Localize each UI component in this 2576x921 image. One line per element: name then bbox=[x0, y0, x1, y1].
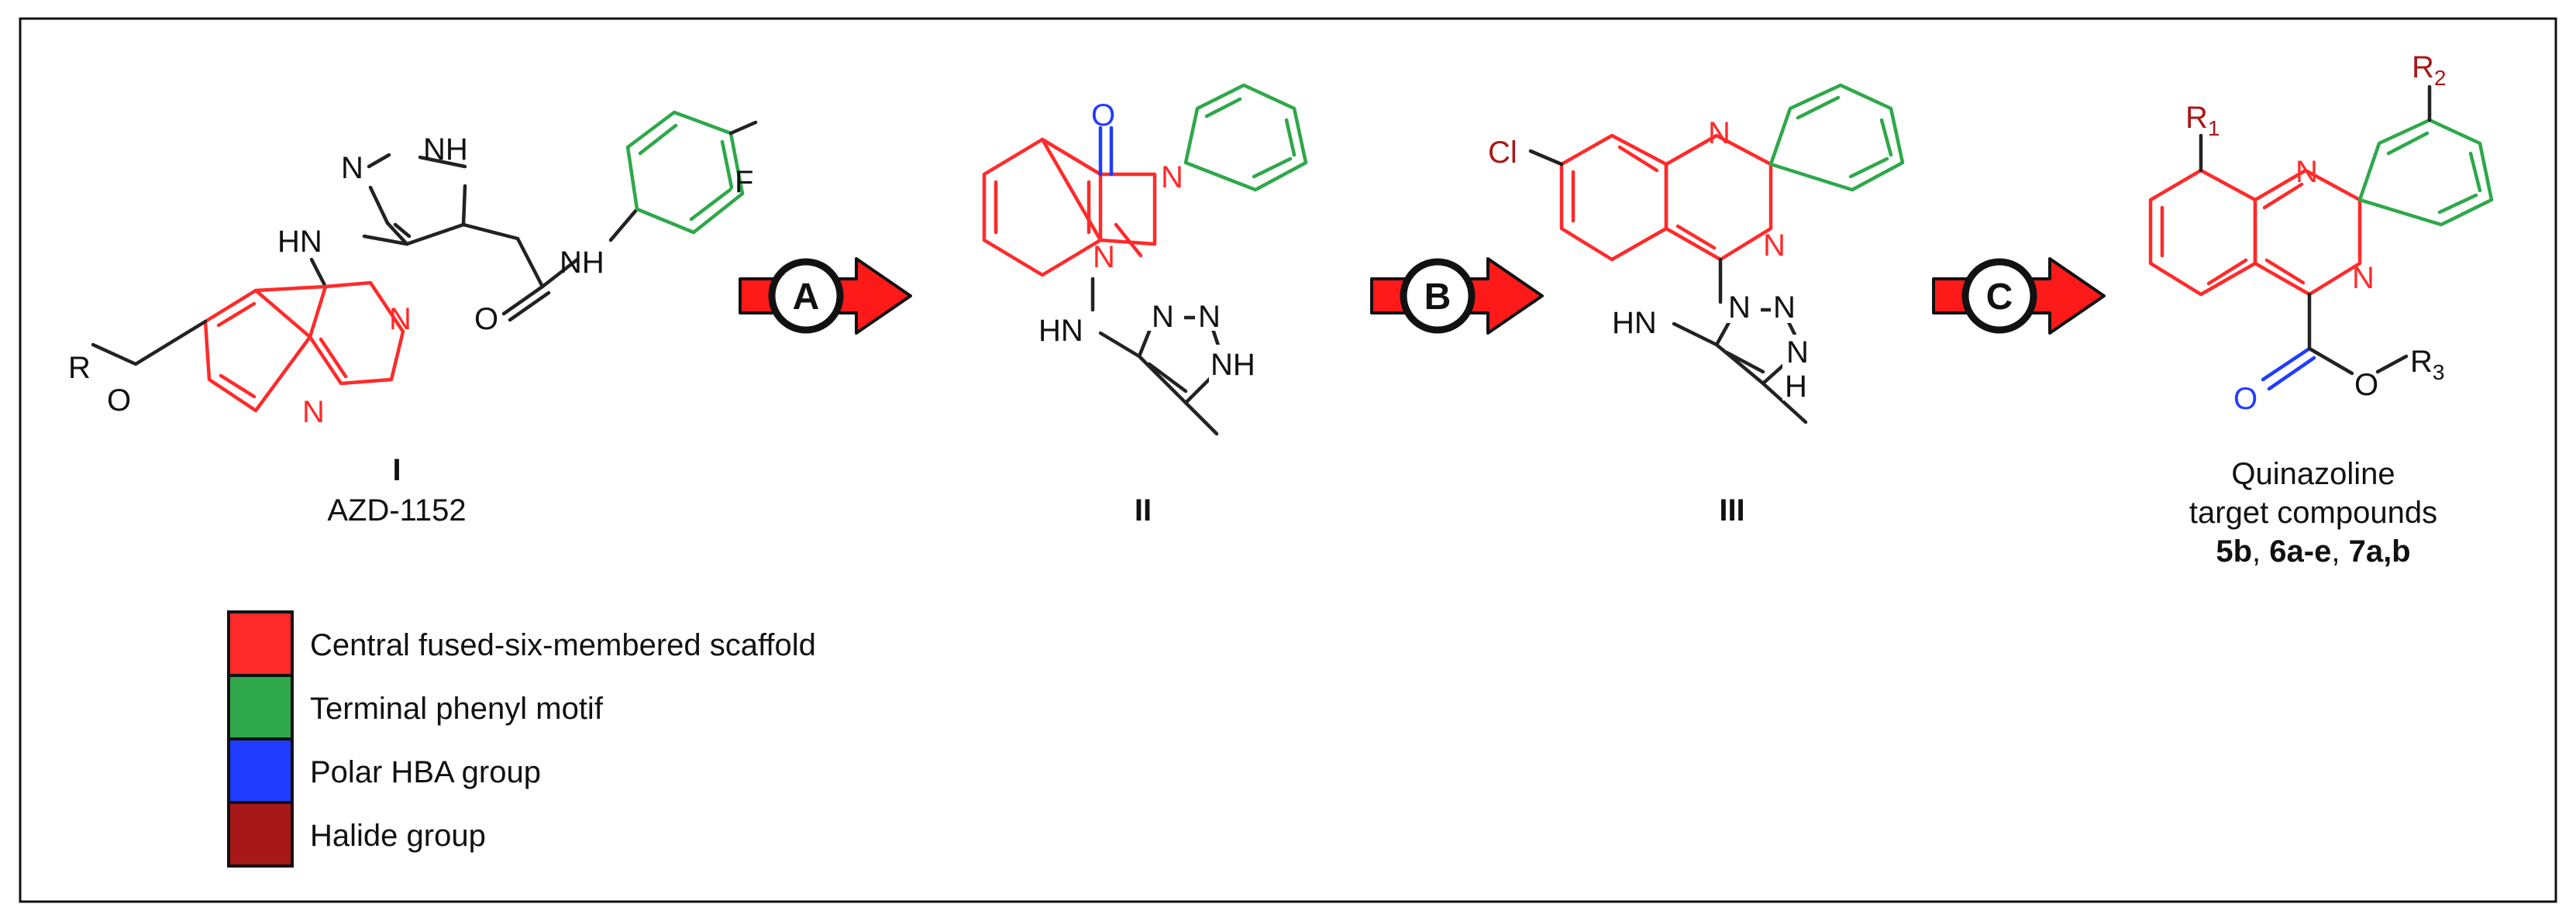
compound-1-structure: N NH O NH F HN bbox=[68, 110, 758, 429]
compound-1-name: AZD-1152 bbox=[327, 493, 466, 528]
legend-label-scaffold: Central fused-six-membered scaffold bbox=[310, 628, 816, 662]
atom-n-pz2a: N bbox=[1152, 300, 1174, 334]
arrow-c-letter: C bbox=[1986, 277, 2013, 318]
terminal-phenyl-1: F bbox=[625, 110, 758, 235]
legend-swatch-scaffold bbox=[227, 610, 294, 677]
compound-4-line2: target compounds bbox=[2189, 496, 2437, 530]
compound-2-numeral: II bbox=[1135, 493, 1152, 528]
legend: Central fused-six-membered scaffold Term… bbox=[227, 610, 816, 868]
terminal-phenyl-2 bbox=[1183, 83, 1308, 192]
atom-n-q3a: N bbox=[1708, 116, 1731, 150]
atom-n-pz3c: N bbox=[1786, 335, 1809, 369]
atom-nh: NH bbox=[423, 132, 468, 167]
atom-h-pz3: H bbox=[1785, 369, 1807, 404]
legend-swatch-phenyl bbox=[227, 674, 294, 741]
quinazoline-core-1: N N bbox=[203, 280, 412, 429]
atom-o-amide: O bbox=[474, 302, 498, 336]
atom-o-ester: O bbox=[2354, 368, 2378, 402]
terminal-phenyl-4 bbox=[2357, 84, 2494, 227]
atom-n-pz2b: N bbox=[1198, 300, 1221, 334]
atom-n-pz3a: N bbox=[1728, 290, 1751, 325]
atom-n: N bbox=[341, 151, 363, 185]
phthalazinone-core: N N bbox=[982, 137, 1183, 277]
arrow-b: B bbox=[1370, 257, 1544, 335]
legend-item-hba: Polar HBA group bbox=[227, 737, 541, 804]
atom-nh-amide: NH bbox=[560, 246, 604, 280]
arrow-b-letter: B bbox=[1424, 277, 1452, 318]
compound-1-numeral: I bbox=[392, 453, 401, 487]
arrow-a: A bbox=[739, 257, 912, 335]
atom-n-q3b: N bbox=[1763, 229, 1786, 263]
compound-4-ids: 5b, 6a-e, 7a,b bbox=[2216, 534, 2410, 569]
atom-r3: R3 bbox=[2410, 345, 2444, 384]
figure-frame bbox=[19, 17, 2557, 903]
legend-label-phenyl: Terminal phenyl motif bbox=[310, 692, 604, 726]
pyrazole-ring-1: N NH bbox=[341, 132, 468, 246]
atom-r2: R2 bbox=[2412, 50, 2446, 90]
legend-label-hba: Polar HBA group bbox=[310, 755, 541, 789]
atom-n-q2: N bbox=[302, 395, 325, 429]
atom-cl: Cl bbox=[1488, 136, 1517, 170]
atom-hn-2: HN bbox=[1038, 314, 1083, 348]
atom-o-carbonyl-4: O bbox=[2233, 382, 2257, 416]
atom-n-q4b: N bbox=[2352, 261, 2375, 295]
arrow-a-letter: A bbox=[793, 277, 820, 318]
legend-swatch-halide bbox=[227, 801, 294, 868]
atom-hn: HN bbox=[277, 225, 322, 259]
compound-4-line1: Quinazoline bbox=[2231, 457, 2395, 491]
atom-o-carbonyl-2: O bbox=[1091, 98, 1115, 132]
atom-hn-3: HN bbox=[1612, 306, 1657, 340]
atom-nh-pz2: NH bbox=[1211, 348, 1255, 382]
atom-n-ph2: N bbox=[1093, 240, 1115, 274]
pyrazole-ring-2: N N NH bbox=[1137, 296, 1279, 436]
arrow-c: C bbox=[1932, 257, 2106, 335]
atom-n-pz3b: N bbox=[1773, 290, 1796, 325]
pyrazole-ring-3: N N N H bbox=[1714, 290, 1821, 424]
compound-4-structure: N N R1 R2 O O R3 bbox=[2148, 50, 2494, 416]
atom-f: F bbox=[735, 165, 753, 199]
legend-item-halide: Halide group bbox=[227, 801, 486, 868]
atom-o-ether: O bbox=[107, 383, 131, 418]
compound-2-structure: N N O HN N N NH bbox=[982, 83, 1308, 436]
legend-item-scaffold: Central fused-six-membered scaffold bbox=[227, 610, 816, 677]
atom-r1: R1 bbox=[2185, 101, 2220, 140]
atom-n-q4a: N bbox=[2295, 155, 2318, 189]
legend-swatch-hba bbox=[227, 737, 294, 804]
legend-label-halide: Halide group bbox=[310, 819, 486, 853]
atom-n-q1: N bbox=[389, 302, 412, 336]
quinazoline-target-core: N N bbox=[2148, 155, 2375, 297]
chloroquinazoline-core: N N bbox=[1559, 116, 1786, 263]
terminal-phenyl-3 bbox=[1768, 83, 1905, 192]
atom-r: R bbox=[68, 351, 91, 385]
legend-item-phenyl: Terminal phenyl motif bbox=[227, 674, 604, 741]
compound-3-structure: N N Cl HN N N N H bbox=[1488, 83, 1905, 424]
compound-3-numeral: III bbox=[1719, 493, 1744, 528]
atom-n-ph1: N bbox=[1161, 160, 1183, 194]
